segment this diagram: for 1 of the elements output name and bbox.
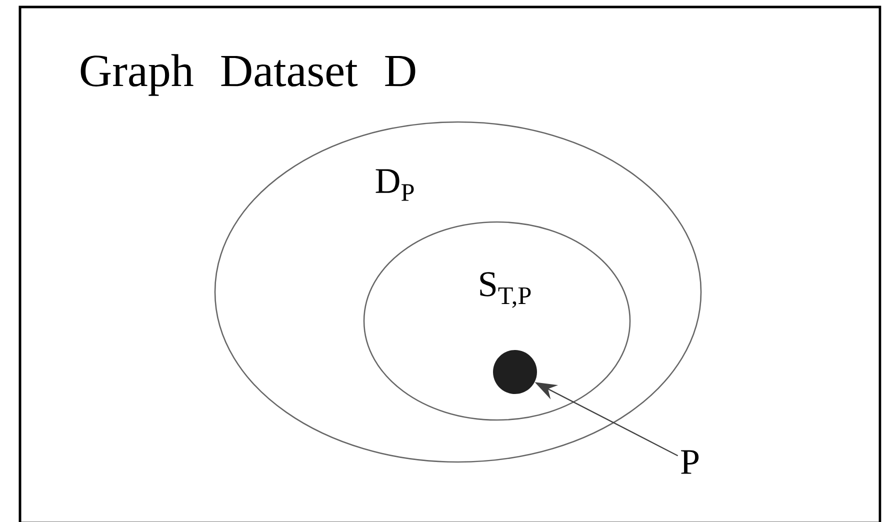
point-dot bbox=[493, 350, 537, 394]
